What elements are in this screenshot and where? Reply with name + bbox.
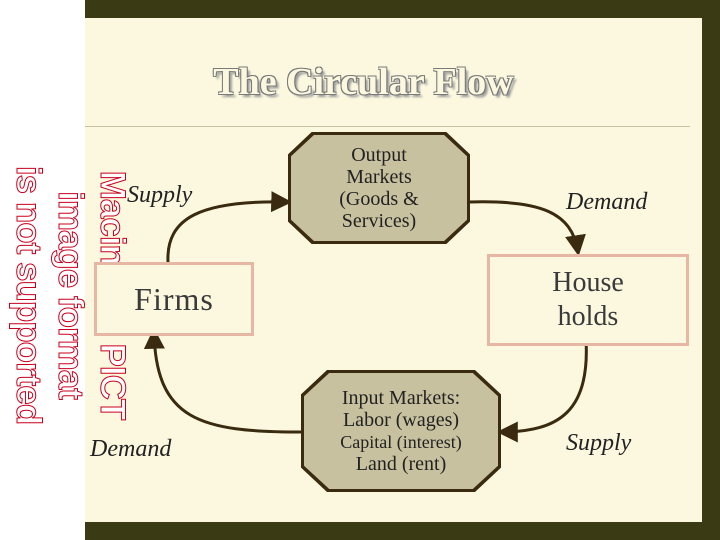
households-line-2: holds — [557, 301, 619, 332]
input-markets-line-1: Input Markets: — [341, 387, 461, 409]
firms-label: Firms — [134, 280, 214, 317]
slide-title: The Circular Flow — [213, 61, 514, 103]
slide-frame-bottom — [85, 522, 720, 540]
input-markets-line-4: Land (rent) — [355, 453, 447, 475]
input-markets-node: Input Markets: Labor (wages) Capital (in… — [301, 370, 501, 492]
input-markets-line-3: Capital (interest) — [340, 432, 462, 452]
arrow-input-to-firms — [143, 327, 302, 434]
output-markets-node: Output Markets (Goods & Services) — [288, 132, 470, 244]
arrow-firms-to-output — [166, 191, 293, 263]
arrow-output-to-households — [469, 200, 586, 257]
firms-node: Firms — [94, 262, 254, 336]
slide-frame-top — [85, 0, 720, 18]
label-demand-top: Demand — [566, 189, 648, 215]
label-supply-bottom: Supply — [566, 430, 632, 456]
title-divider — [85, 126, 690, 127]
arrow-households-to-input — [496, 339, 588, 443]
output-markets-line-2: Markets — [346, 166, 412, 188]
left-margin — [0, 0, 85, 540]
input-markets-line-2: Labor (wages) — [342, 409, 460, 431]
output-markets-line-1: Output — [351, 144, 407, 166]
households-node: House holds — [487, 254, 689, 346]
label-demand-bottom: Demand — [90, 436, 172, 462]
slide-frame-right — [702, 0, 720, 540]
households-line-1: House — [552, 267, 624, 298]
output-markets-line-4: Services) — [341, 210, 417, 232]
label-supply-top: Supply — [127, 182, 193, 208]
output-markets-line-3: (Goods & — [339, 188, 419, 210]
